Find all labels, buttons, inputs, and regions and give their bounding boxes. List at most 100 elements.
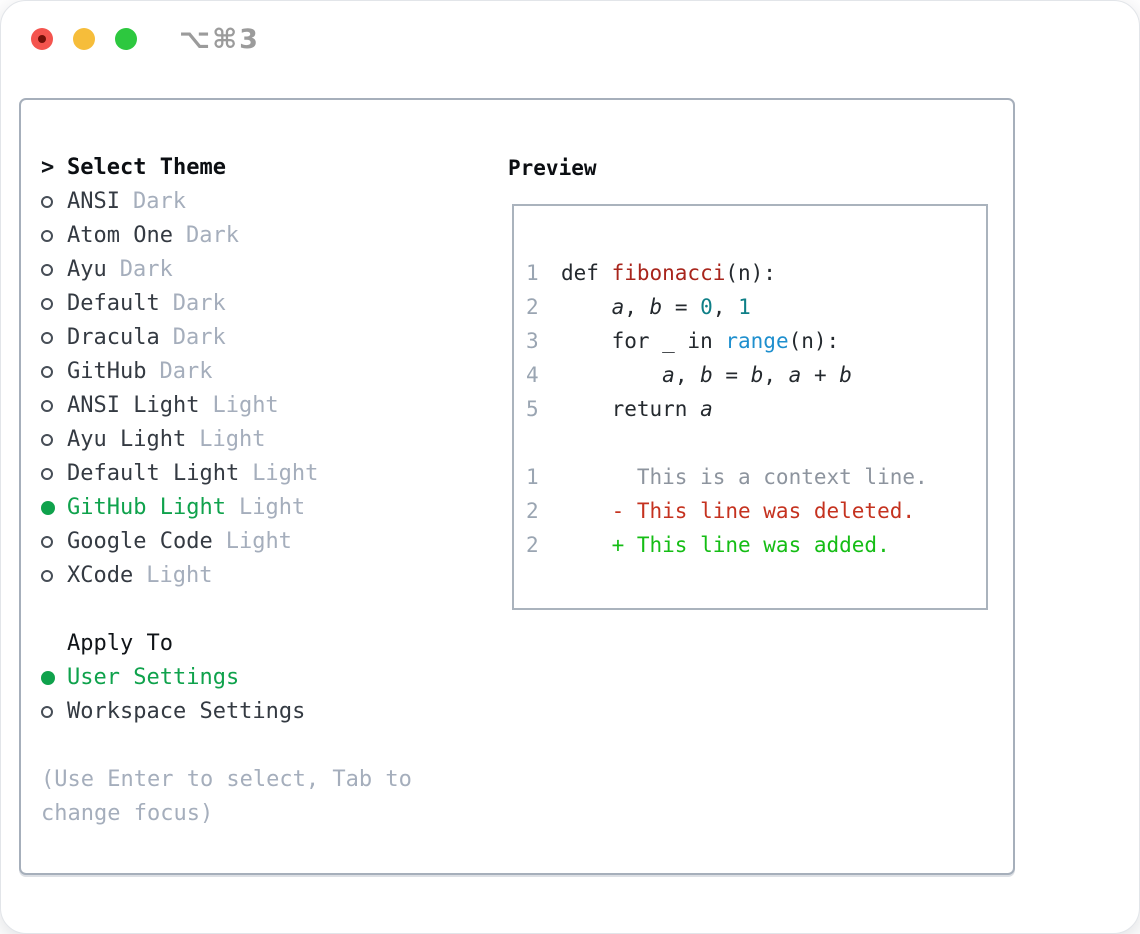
theme-name: GitHub Light: [67, 495, 226, 520]
theme-variant: Light: [212, 393, 279, 418]
theme-name: Ayu Light: [67, 427, 187, 452]
theme-name: Atom One: [67, 223, 173, 248]
theme-option-ansi-light[interactable]: ANSI Light Light: [41, 389, 441, 423]
theme-variant: Light: [252, 461, 319, 486]
theme-variant: Dark: [172, 325, 226, 350]
diff-line-deleted: 2 - This line was deleted.: [526, 494, 986, 528]
theme-option-atom-one[interactable]: Atom One Dark: [41, 219, 441, 253]
diff-line-added: 2 + This line was added.: [526, 528, 986, 562]
spacer: [41, 593, 441, 627]
close-button[interactable]: [31, 28, 53, 50]
code-text: def fibonacci(n):: [561, 261, 776, 285]
theme-name: Dracula: [67, 325, 160, 350]
radio-icon: [41, 468, 53, 480]
theme-variant: Dark: [185, 223, 239, 248]
apply-option-name: User Settings: [67, 665, 240, 690]
code-line: 4 a, b = b, a + b: [526, 358, 986, 392]
radio-icon: [41, 536, 53, 548]
prompt-cursor-icon: >: [41, 155, 55, 180]
titlebar: ⌥⌘3: [31, 24, 260, 55]
theme-option-ansi[interactable]: ANSI Dark: [41, 185, 441, 219]
theme-option-default-light[interactable]: Default Light Light: [41, 457, 441, 491]
code-text: a, b = b, a + b: [662, 363, 852, 387]
theme-option-github-light[interactable]: GitHub Light Light: [41, 491, 441, 525]
line-number: 5: [526, 397, 539, 421]
window-shortcut-label: ⌥⌘3: [179, 23, 260, 55]
apply-to-title: Apply To: [67, 631, 173, 656]
radio-icon: [41, 366, 53, 378]
radio-icon: [41, 264, 53, 276]
apply-option-user-settings[interactable]: User Settings: [41, 661, 441, 695]
theme-variant: Light: [238, 495, 306, 520]
line-number: 2: [526, 533, 539, 557]
code-text: for _ in range(n):: [561, 329, 840, 353]
theme-option-default[interactable]: Default Dark: [41, 287, 441, 321]
code-text: return a: [561, 397, 713, 421]
theme-variant: Dark: [119, 257, 173, 282]
zoom-button[interactable]: [115, 28, 137, 50]
diff-text: This is a context line.: [561, 465, 928, 489]
code-text: a, b = 0, 1: [611, 295, 751, 319]
radio-icon: [41, 434, 53, 446]
spacer: [41, 729, 441, 763]
theme-name: GitHub: [67, 359, 147, 384]
theme-option-ayu-light[interactable]: Ayu Light Light: [41, 423, 441, 457]
code-line: 1 def fibonacci(n):: [526, 256, 986, 290]
minimize-button[interactable]: [73, 28, 95, 50]
theme-name: ANSI Light: [67, 393, 200, 418]
preview-title: Preview: [508, 156, 597, 180]
line-number: 1: [526, 261, 539, 285]
theme-option-google-code[interactable]: Google Code Light: [41, 525, 441, 559]
theme-name: Ayu: [67, 257, 107, 282]
theme-name: XCode: [67, 563, 134, 588]
theme-option-github[interactable]: GitHub Dark: [41, 355, 441, 389]
diff-text: - This line was deleted.: [561, 499, 916, 523]
radio-icon: [41, 298, 53, 310]
radio-selected-icon: [41, 501, 55, 515]
theme-name: Default Light: [67, 461, 240, 486]
theme-option-ayu[interactable]: Ayu Dark: [41, 253, 441, 287]
radio-icon: [41, 332, 53, 344]
diff-line-context: 1 This is a context line.: [526, 460, 986, 494]
line-number: 2: [526, 295, 539, 319]
apply-option-workspace-settings[interactable]: Workspace Settings: [41, 695, 441, 729]
line-number: 2: [526, 499, 539, 523]
radio-icon: [41, 400, 53, 412]
theme-name: Default: [67, 291, 160, 316]
apply-option-name: Workspace Settings: [67, 699, 306, 724]
select-theme-header: > Select Theme: [41, 151, 441, 185]
radio-selected-icon: [41, 671, 55, 685]
theme-variant: Light: [146, 563, 213, 588]
code-line: 2 a, b = 0, 1: [526, 290, 986, 324]
line-number: 3: [526, 329, 539, 353]
select-theme-title: Select Theme: [67, 155, 226, 180]
radio-icon: [41, 230, 53, 242]
diff-text: + This line was added.: [561, 533, 890, 557]
code-line: 3 for _ in range(n):: [526, 324, 986, 358]
keyboard-hint-text: (Use Enter to select, Tab to change focu…: [41, 767, 412, 826]
theme-variant: Light: [199, 427, 266, 452]
theme-variant: Dark: [132, 189, 186, 214]
diff-preview: 1 This is a context line.2 - This line w…: [526, 460, 986, 562]
line-number: 4: [526, 363, 539, 387]
theme-variant: Dark: [172, 291, 226, 316]
code-line: 5 return a: [526, 392, 986, 426]
radio-icon: [41, 196, 53, 208]
theme-name: ANSI: [67, 189, 120, 214]
line-number: 1: [526, 465, 539, 489]
apply-to-header: Apply To: [41, 627, 441, 661]
radio-icon: [41, 570, 53, 582]
theme-variant: Dark: [159, 359, 213, 384]
theme-variant: Light: [225, 529, 292, 554]
theme-option-xcode[interactable]: XCode Light: [41, 559, 441, 593]
theme-name: Google Code: [67, 529, 213, 554]
theme-option-dracula[interactable]: Dracula Dark: [41, 321, 441, 355]
radio-icon: [41, 706, 53, 718]
